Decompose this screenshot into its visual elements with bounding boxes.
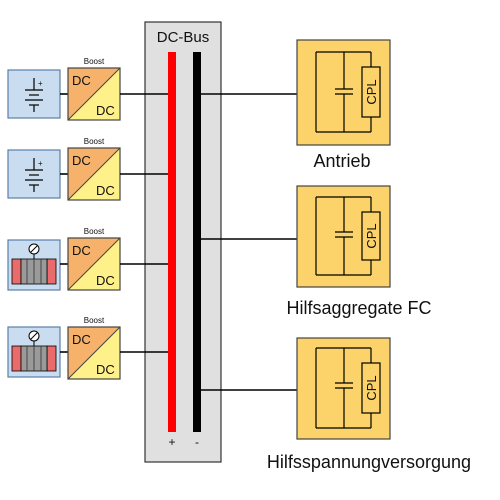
dc-bus-panel — [144, 21, 222, 463]
converter-out-label: DC — [96, 273, 115, 288]
boost-converter: Boost DC DC — [67, 137, 121, 201]
source-row-2: + Boost DC DC — [7, 137, 168, 201]
boost-tag: Boost — [84, 137, 105, 146]
fuel-cell-icon — [7, 326, 61, 378]
capacitor-icon — [315, 196, 372, 276]
cpl-element — [361, 362, 381, 414]
minus-label: - — [195, 435, 199, 449]
source-row-3: Boost DC DC — [7, 227, 168, 291]
converter-in-label: DC — [72, 73, 91, 88]
plus-rail — [168, 52, 176, 432]
battery-icon: + — [7, 69, 61, 119]
dc-bus: DC-Bus + - — [144, 21, 222, 463]
svg-text:+: + — [38, 79, 43, 88]
capacitor-icon — [315, 51, 372, 133]
converter-out-label: DC — [96, 183, 115, 198]
boost-converter: Boost DC DC — [67, 316, 121, 380]
boost-tag: Boost — [84, 57, 105, 66]
svg-text:+: + — [38, 159, 43, 168]
source-row-1: + Boost DC DC — [7, 57, 168, 121]
load-label: Antrieb — [313, 151, 370, 171]
boost-tag: Boost — [84, 316, 105, 325]
converter-out-label: DC — [96, 362, 115, 377]
fuel-cell-icon — [7, 239, 61, 291]
load-hilfsspannungversorgung: CPL Hilfsspannungversorgung — [201, 337, 471, 472]
converter-in-label: DC — [72, 332, 91, 347]
cpl-label: CPL — [364, 79, 379, 104]
load-label: Hilfsaggregate FC — [286, 298, 431, 318]
cpl-element — [361, 211, 381, 261]
load-hilfsaggregate: CPL Hilfsaggregate FC — [201, 185, 432, 318]
converter-in-label: DC — [72, 153, 91, 168]
converter-out-label: DC — [96, 103, 115, 118]
plus-label: + — [168, 435, 175, 449]
battery-icon: + — [7, 149, 61, 199]
cpl-label: CPL — [364, 375, 379, 400]
boost-converter: Boost DC DC — [67, 227, 121, 291]
source-row-4: Boost DC DC — [7, 316, 168, 380]
dc-bus-title: DC-Bus — [157, 29, 210, 46]
minus-rail — [193, 52, 201, 432]
cpl-label: CPL — [364, 223, 379, 248]
load-antrieb: CPL Antrieb — [201, 39, 391, 171]
converter-in-label: DC — [72, 243, 91, 258]
boost-converter: Boost DC DC — [67, 57, 121, 121]
load-label: Hilfsspannungversorgung — [267, 452, 471, 472]
boost-tag: Boost — [84, 227, 105, 236]
capacitor-icon — [315, 347, 372, 429]
cpl-element — [361, 66, 381, 118]
